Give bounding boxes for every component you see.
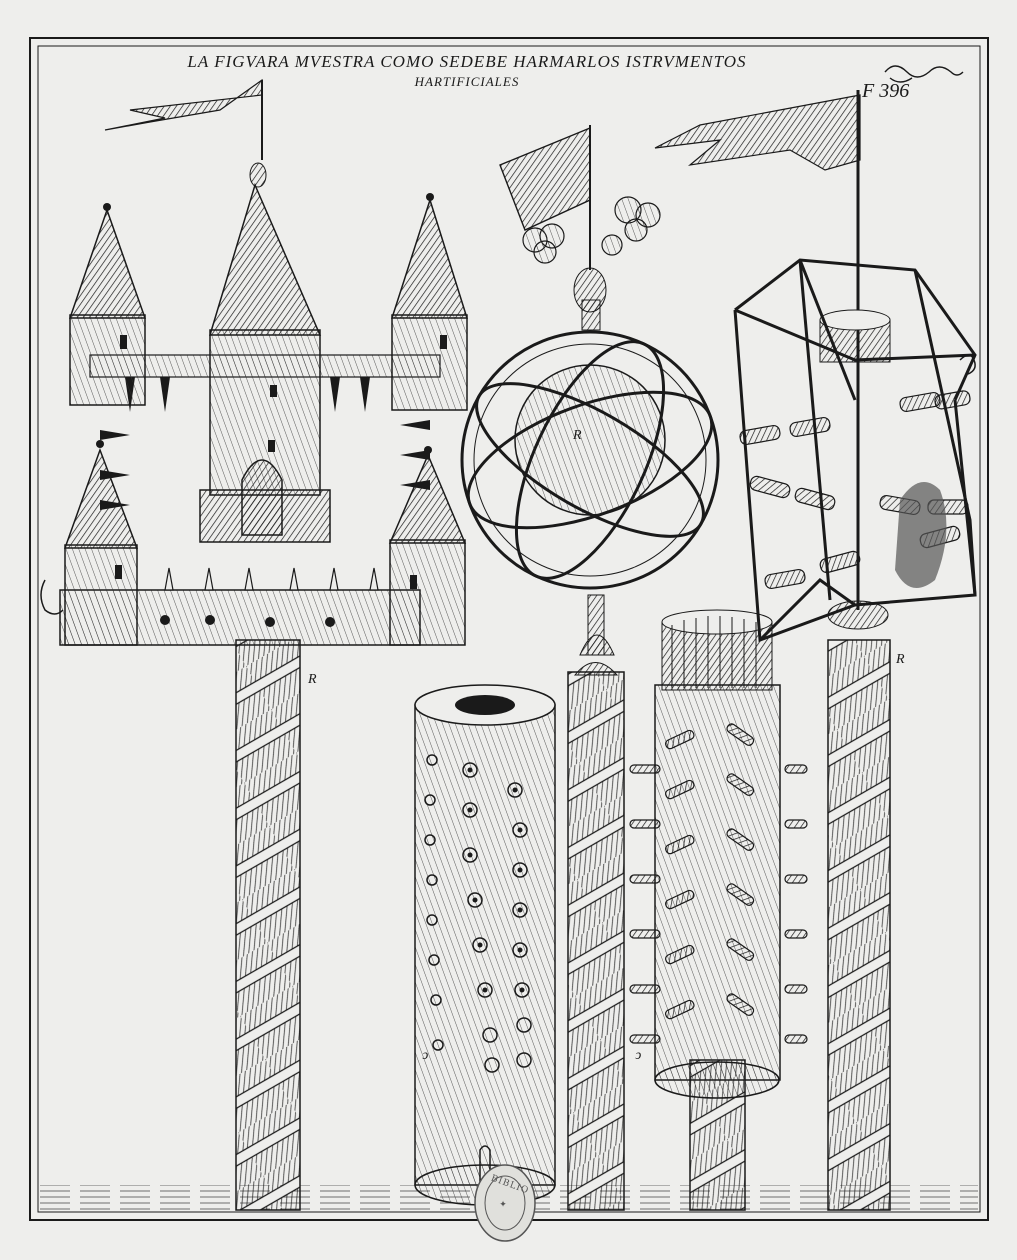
- castle-instrument: [40, 78, 469, 1211]
- folio-number: F 396: [862, 80, 910, 102]
- perforated-tube: [414, 684, 556, 1206]
- armillary-globe-label: R: [573, 428, 582, 443]
- tube-right-label: ↄ: [635, 1048, 642, 1063]
- svg-text:✦: ✦: [499, 1199, 507, 1209]
- castle-tower-back-left: [68, 203, 147, 406]
- cage-flag: [654, 94, 861, 171]
- spiked-cylinder: [629, 609, 808, 1211]
- armillary-instrument: [460, 125, 720, 1211]
- armillary-pole: [567, 671, 625, 1211]
- plate-title: LA FIGVARA MVESTRA COMO SEDEBE HARMARLOS…: [42, 52, 892, 90]
- cage-instrument: [654, 90, 977, 1211]
- title-flourish: [884, 65, 964, 83]
- castle-tower-front-left: [40, 440, 139, 646]
- armillary-flag: [499, 126, 591, 231]
- plate-title-line1: LA FIGVARA MVESTRA COMO SEDEBE HARMARLOS…: [187, 52, 747, 71]
- plate-title-line2: HARTIFICIALES: [414, 74, 520, 89]
- castle-keep: [104, 78, 331, 543]
- cage-pole-label: R: [896, 652, 905, 667]
- tube-left-label: ↄ: [422, 1048, 429, 1063]
- library-stamp: ✦: [474, 1164, 536, 1242]
- castle-tower-back-right: [390, 193, 469, 411]
- castle-tower-front-right: [388, 446, 467, 646]
- cage-pole: [827, 639, 891, 1211]
- castle-pole: [235, 639, 301, 1211]
- castle-pole-label: R: [308, 672, 317, 687]
